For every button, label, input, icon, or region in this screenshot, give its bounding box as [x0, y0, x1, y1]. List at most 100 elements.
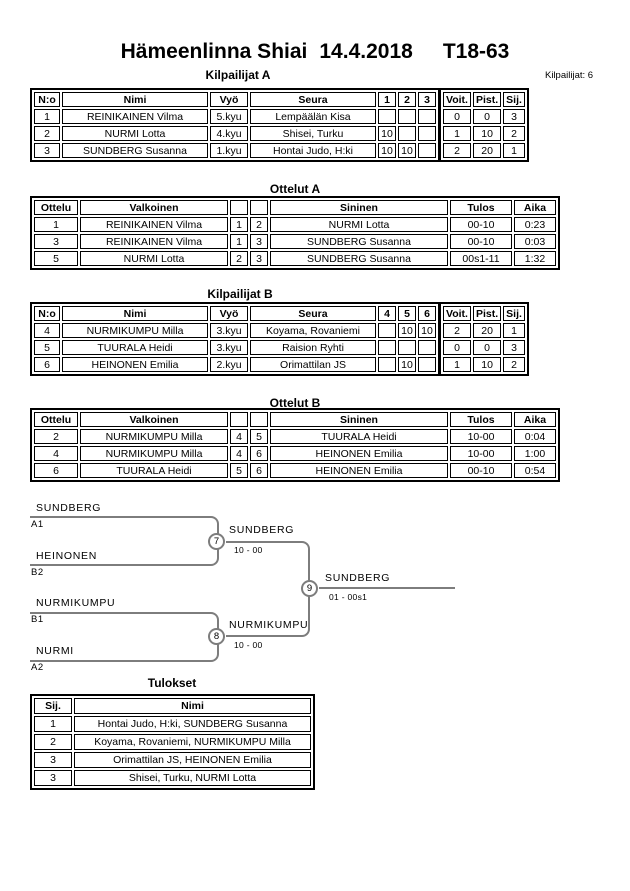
cell-pist: 10 [472, 357, 502, 372]
results-table: Sij. Nimi 1 Hontai Judo, H:ki, SUNDBERG … [30, 694, 315, 790]
col-header-aika: Aika [514, 412, 556, 427]
col-header-blue-no [250, 200, 268, 215]
matches-b-table: Ottelu Valkoinen Sininen Tulos Aika 2 NU… [30, 408, 560, 482]
cell-tulos: 00-10 [450, 463, 512, 478]
pool-a-main-table: N:o Nimi Vyö Seura 1 2 3 1 REINIKAINEN V… [30, 88, 440, 162]
cell-white-name: TUURALA Heidi [80, 463, 228, 478]
col-header-sij: Sij. [503, 306, 525, 321]
cell-voit: 0 [443, 340, 471, 355]
col-header-sij: Sij. [34, 698, 72, 714]
cell-vyo: 1.kyu [210, 143, 248, 158]
cell-pist: 20 [472, 323, 502, 338]
table-row: 2 20 1 [443, 323, 525, 338]
cell-white-name: NURMIKUMPU Milla [80, 429, 228, 444]
cell-nimi: HEINONEN Emilia [62, 357, 208, 372]
table-row: 3 Shisei, Turku, NURMI Lotta [34, 770, 311, 786]
section-title-pool-b: Kilpailijat B [207, 287, 273, 301]
col-header-match-5: 5 [398, 306, 416, 321]
bracket-champion-name: SUNDBERG [325, 572, 391, 584]
cell-match-score: 10 [418, 323, 436, 338]
table-row: 4 NURMIKUMPU Milla 3.kyu Koyama, Rovanie… [34, 323, 436, 338]
col-header-ottelu: Ottelu [34, 412, 78, 427]
cell-match-no: 4 [34, 446, 78, 461]
col-header-match-3: 3 [418, 92, 436, 107]
col-header-vyo: Vyö [210, 92, 248, 107]
cell-sij: 1 [503, 323, 525, 338]
cell-white-name: REINIKAINEN Vilma [80, 217, 228, 232]
table-row: 3 Orimattilan JS, HEINONEN Emilia [34, 752, 311, 768]
cell-blue-no: 5 [250, 429, 268, 444]
cell-no: 1 [34, 109, 60, 124]
cell-blue-name: TUURALA Heidi [270, 429, 448, 444]
cell-nimi: REINIKAINEN Vilma [62, 109, 208, 124]
cell-nimi: TUURALA Heidi [62, 340, 208, 355]
bracket-final-line [319, 587, 455, 589]
header-row: Voit. Pist. Sij. [443, 306, 525, 321]
cell-blue-name: HEINONEN Emilia [270, 446, 448, 461]
bracket-slot-code: B1 [31, 614, 44, 625]
cell-sij: 2 [503, 126, 525, 141]
table-row: 2 NURMI Lotta 4.kyu Shisei, Turku 10 [34, 126, 436, 141]
cell-match-no: 3 [34, 234, 78, 249]
cell-white-name: NURMI Lotta [80, 251, 228, 266]
header-row: Voit. Pist. Sij. [443, 92, 525, 107]
cell-no: 3 [34, 143, 60, 158]
cell-placement: 1 [34, 716, 72, 732]
pool-b-main-table: N:o Nimi Vyö Seura 4 5 6 4 NURMIKUMPU Mi… [30, 302, 440, 376]
cell-no: 6 [34, 357, 60, 372]
title-weight-class: T18-63 [442, 40, 510, 63]
table-row: 3 REINIKAINEN Vilma 1 3 SUNDBERG Susanna… [34, 234, 556, 249]
cell-white-no: 4 [230, 446, 248, 461]
cell-white-no: 1 [230, 217, 248, 232]
table-row: 1 10 2 [443, 126, 525, 141]
header-row: Ottelu Valkoinen Sininen Tulos Aika [34, 412, 556, 427]
cell-blue-name: NURMI Lotta [270, 217, 448, 232]
col-header-valkoinen: Valkoinen [80, 412, 228, 427]
cell-tulos: 00-10 [450, 217, 512, 232]
col-header-sininen: Sininen [270, 412, 448, 427]
title-event: Hämeenlinna Shiai [120, 40, 308, 63]
col-header-tulos: Tulos [450, 200, 512, 215]
cell-seura: Raision Ryhti [250, 340, 376, 355]
cell-match-score: 10 [378, 126, 396, 141]
cell-white-name: NURMIKUMPU Milla [80, 446, 228, 461]
cell-match-no: 6 [34, 463, 78, 478]
cell-match-score [378, 323, 396, 338]
cell-white-no: 1 [230, 234, 248, 249]
cell-blue-no: 2 [250, 217, 268, 232]
cell-white-name: REINIKAINEN Vilma [80, 234, 228, 249]
col-header-white-no [230, 200, 248, 215]
cell-pist: 0 [472, 340, 502, 355]
col-header-valkoinen: Valkoinen [80, 200, 228, 215]
matches-a-table: Ottelu Valkoinen Sininen Tulos Aika 1 RE… [30, 196, 560, 270]
cell-tulos: 10-00 [450, 429, 512, 444]
cell-match-score [398, 109, 416, 124]
col-header-pist: Pist. [472, 306, 502, 321]
col-header-sij: Sij. [503, 92, 525, 107]
cell-match-score [418, 109, 436, 124]
cell-seura: Shisei, Turku [250, 126, 376, 141]
cell-aika: 0:04 [514, 429, 556, 444]
cell-match-score [378, 109, 396, 124]
cell-aika: 0:23 [514, 217, 556, 232]
bracket-slot-name: NURMIKUMPU [36, 597, 116, 609]
cell-voit: 2 [443, 143, 471, 158]
cell-nimi: NURMIKUMPU Milla [62, 323, 208, 338]
bracket-semi1-winner-line [226, 541, 310, 588]
table-row: 0 0 3 [443, 109, 525, 124]
cell-voit: 1 [443, 357, 471, 372]
section-title-pool-a: Kilpailijat A [205, 68, 271, 82]
bracket-winner-name: SUNDBERG [229, 524, 295, 536]
cell-match-score [418, 126, 436, 141]
col-header-match-2: 2 [398, 92, 416, 107]
header-row: N:o Nimi Vyö Seura 1 2 3 [34, 92, 436, 107]
table-row: 6 TUURALA Heidi 5 6 HEINONEN Emilia 00-1… [34, 463, 556, 478]
cell-blue-no: 6 [250, 446, 268, 461]
cell-club-and-name: Orimattilan JS, HEINONEN Emilia [74, 752, 311, 768]
table-row: 0 0 3 [443, 340, 525, 355]
table-row: 5 NURMI Lotta 2 3 SUNDBERG Susanna 00s1-… [34, 251, 556, 266]
col-header-pist: Pist. [472, 92, 502, 107]
table-row: 1 REINIKAINEN Vilma 5.kyu Lempäälän Kisa [34, 109, 436, 124]
cell-sij: 1 [503, 143, 525, 158]
cell-vyo: 4.kyu [210, 126, 248, 141]
